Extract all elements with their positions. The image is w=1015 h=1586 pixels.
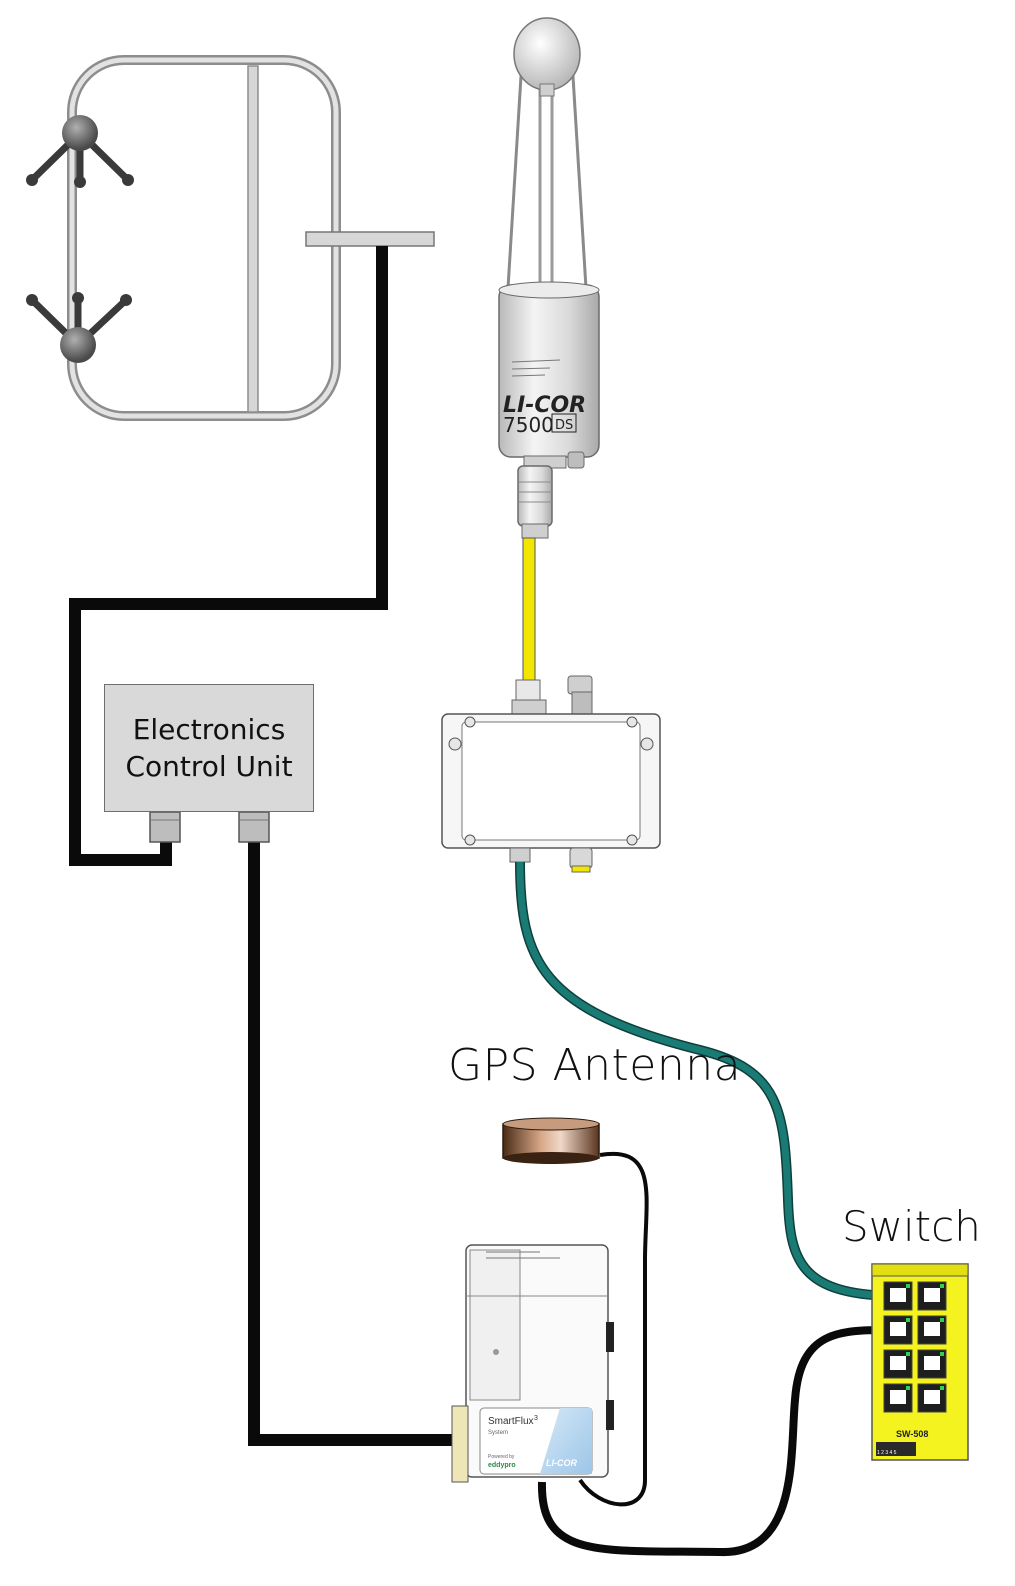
switch-port-8 — [917, 1383, 947, 1413]
switch-port-6 — [917, 1349, 947, 1379]
analyzer-model: 7500 — [503, 413, 554, 437]
ecu-connector-left — [149, 811, 181, 843]
ecu-label-line1: Electronics — [132, 713, 286, 746]
gps-antenna-label: GPS Antenna — [448, 1040, 742, 1091]
switch-model: SW-508 — [896, 1429, 928, 1439]
switch-port-3 — [883, 1315, 913, 1345]
upper-transducer-head — [26, 115, 134, 188]
analyzer-interface-box — [441, 675, 661, 873]
smartflux-powered-brand: eddypro — [488, 1462, 516, 1469]
ecu-to-smartflux-cable — [248, 840, 452, 1446]
analyzer-cable-yellow — [522, 537, 536, 685]
smartflux-powered-by: Powered by — [488, 1454, 515, 1460]
analyzer-model-suffix: DS — [555, 418, 573, 433]
network-switch-icon: SW-508 1 2 3 4 5 — [871, 1263, 969, 1461]
smartflux-subtitle: System — [488, 1430, 508, 1436]
switch-port-2 — [917, 1281, 947, 1311]
smartflux-system-icon: SmartFlux 3 System Powered by eddypro LI… — [451, 1244, 614, 1483]
anemometer-to-ecu-cable — [69, 246, 388, 866]
smartflux-brand: LI-COR — [546, 1458, 577, 1468]
ecu-connector-right — [238, 811, 270, 843]
gps-antenna-cable — [578, 1151, 649, 1507]
switch-port-4 — [917, 1315, 947, 1345]
analyzer-to-switch-cable-teal — [515, 861, 896, 1301]
sonic-anemometer-icon — [26, 55, 435, 421]
switch-port-7 — [883, 1383, 913, 1413]
gas-analyzer-icon: LI-COR 7500 DS — [498, 17, 600, 539]
ecu-label-line2: Control Unit — [125, 750, 293, 783]
switch-label: Switch — [842, 1202, 981, 1251]
switch-port-5 — [883, 1349, 913, 1379]
switch-port-numbers: 1 2 3 4 5 — [877, 1450, 897, 1456]
smartflux-to-switch-cable — [537, 1326, 891, 1557]
electronics-control-unit: Electronics Control Unit — [104, 684, 314, 812]
smartflux-version: 3 — [534, 1415, 538, 1422]
lower-transducer-head — [26, 292, 132, 363]
switch-port-1 — [883, 1281, 913, 1311]
gps-antenna-icon — [502, 1117, 600, 1164]
smartflux-name: SmartFlux — [488, 1416, 534, 1427]
